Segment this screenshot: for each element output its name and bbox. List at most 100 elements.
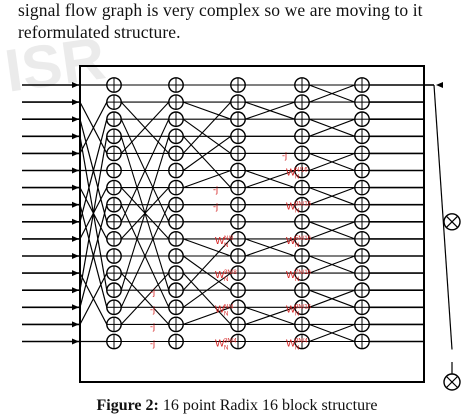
output-section xyxy=(369,82,461,391)
summation-node-icon xyxy=(294,179,310,196)
cross-wire xyxy=(309,255,355,274)
summation-node-icon xyxy=(106,145,122,162)
cross-wire xyxy=(183,238,231,257)
node-columns xyxy=(106,77,370,350)
summation-node-icon xyxy=(354,145,370,162)
summation-node-icon xyxy=(106,213,122,230)
summation-node-icon xyxy=(354,162,370,179)
summation-node-icon xyxy=(230,77,246,93)
summation-node-icon xyxy=(168,162,184,179)
summation-node-icon xyxy=(168,265,184,282)
cross-wire xyxy=(182,135,232,188)
twiddle-subscript: N xyxy=(224,346,228,352)
summation-node-icon xyxy=(106,196,122,213)
summation-node-icon xyxy=(230,196,246,213)
arrow-icon xyxy=(436,82,443,88)
summation-node-icon xyxy=(230,145,246,162)
twiddle-w: W xyxy=(286,270,296,281)
cross-wire xyxy=(309,221,355,240)
twiddle-superscript: 5N/16 xyxy=(295,236,312,242)
multiplication-node-icon xyxy=(445,215,459,229)
arrow-icon xyxy=(72,150,79,157)
summation-node-icon xyxy=(230,333,246,350)
summation-node-icon xyxy=(230,213,246,230)
summation-node-icon xyxy=(168,248,184,264)
twiddle-superscript: 3N/4 xyxy=(295,339,308,345)
twiddle-superscript: 3N/16 xyxy=(295,202,312,208)
summation-node-icon xyxy=(168,316,184,333)
summation-node-icon xyxy=(230,128,246,145)
summation-node-icon xyxy=(354,128,370,145)
summation-node-icon xyxy=(354,213,370,230)
summation-node-icon xyxy=(354,299,370,316)
summation-node-icon xyxy=(168,213,184,230)
summation-node-icon xyxy=(294,162,310,179)
summation-node-icon xyxy=(230,179,246,196)
butterfly-wires xyxy=(22,82,355,345)
arrow-icon xyxy=(72,218,79,225)
summation-node-icon xyxy=(354,179,370,196)
twiddle-subscript: N xyxy=(295,175,299,181)
summation-node-icon xyxy=(106,282,122,299)
arrow-icon xyxy=(72,304,79,311)
arrow-icon xyxy=(72,287,79,294)
summation-node-icon xyxy=(294,282,310,299)
summation-node-icon xyxy=(168,299,184,316)
arrow-icon xyxy=(72,99,79,106)
arrow-icon xyxy=(72,253,79,259)
cross-wire xyxy=(182,238,232,291)
cross-wire xyxy=(183,169,231,189)
twiddle-w: W xyxy=(215,270,225,281)
summation-node-icon xyxy=(294,333,310,350)
summation-node-icon xyxy=(294,316,310,333)
summation-node-icon xyxy=(168,77,184,93)
summation-node-icon xyxy=(230,299,246,316)
stage1-wire xyxy=(79,136,108,291)
cross-wire xyxy=(182,101,232,154)
minus-j-label: -j xyxy=(213,185,218,195)
cross-wire xyxy=(245,238,295,257)
multiplication-node-icon xyxy=(443,373,461,391)
summation-node-icon xyxy=(354,282,370,299)
summation-node-icon xyxy=(106,162,122,179)
caption-label: Figure 2: xyxy=(96,397,159,414)
summation-node-icon xyxy=(106,179,122,196)
minus-j-label: -j xyxy=(282,150,287,160)
arrow-icon xyxy=(72,201,79,208)
block-frame xyxy=(79,65,425,383)
summation-node-icon xyxy=(354,77,370,93)
twiddle-superscript: N/4 xyxy=(224,304,234,310)
twiddle-superscript: N/8 xyxy=(224,236,234,242)
twiddle-superscript: N/16 xyxy=(295,168,308,174)
summation-node-icon xyxy=(106,248,122,264)
twiddle-subscript: N xyxy=(224,243,228,249)
arrow-icon xyxy=(72,133,79,140)
summation-node-icon xyxy=(354,196,370,213)
summation-node-icon xyxy=(354,265,370,282)
body-text-line-1: signal flow graph is very complex so we … xyxy=(18,0,423,20)
summation-node-icon xyxy=(294,145,310,162)
summation-node-icon xyxy=(294,248,310,264)
twiddle-subscript: N xyxy=(224,311,228,317)
twiddle-w: W xyxy=(215,304,225,315)
cross-wire xyxy=(120,272,170,325)
stage1-wire xyxy=(79,101,108,154)
twiddle-subscript: N xyxy=(295,243,299,249)
arrow-icon xyxy=(72,235,79,242)
summation-node-icon xyxy=(230,94,246,110)
summation-node-icon xyxy=(230,248,246,264)
figure-caption: Figure 2: 16 point Radix 16 block struct… xyxy=(0,397,474,415)
cross-wire xyxy=(183,101,231,120)
summation-node-icon xyxy=(168,230,184,247)
summation-node-icon xyxy=(106,265,122,282)
summation-node-icon xyxy=(168,94,184,110)
arrow-icon xyxy=(72,270,79,277)
twiddle-w: W xyxy=(286,168,296,179)
minus-j-label: -j xyxy=(150,287,155,297)
cross-wire xyxy=(245,306,295,325)
summation-node-icon xyxy=(294,111,310,128)
arrow-icon xyxy=(72,167,79,174)
twiddle-superscript: 3N/8 xyxy=(224,270,237,276)
summation-node-icon xyxy=(106,77,122,93)
